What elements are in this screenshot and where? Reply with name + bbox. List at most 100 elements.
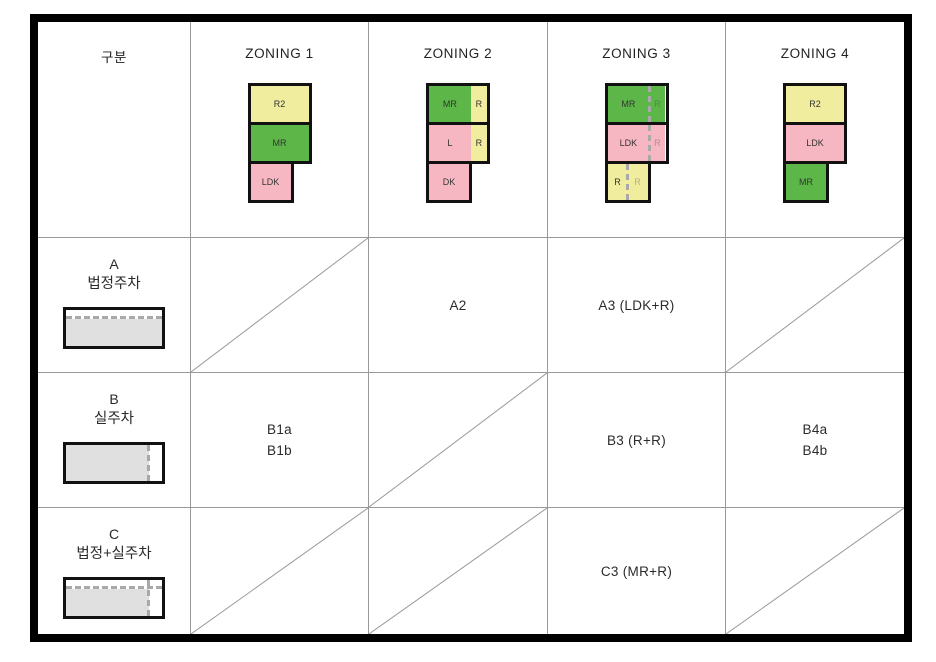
cell-text: B4a B4b [803, 419, 828, 461]
block-label: MR [442, 99, 457, 109]
cell-C-zoning1 [190, 507, 368, 634]
zoning2-diagram: MR R L R DK [426, 83, 490, 203]
dashed-line-horizontal [66, 316, 162, 319]
header-zoning2: ZONING 2 MR R L R DK [368, 22, 547, 237]
gray-fill [66, 319, 162, 346]
cell-line: B4b [802, 443, 828, 458]
cell-A-zoning3: A3 (LDK+R) [547, 237, 725, 372]
dashed-divider [648, 86, 652, 122]
zoning3-label: ZONING 3 [602, 46, 671, 61]
block-label: R2 [809, 99, 821, 109]
dashed-divider [625, 164, 629, 200]
zoning2-block-mr-r: MR R [426, 83, 490, 125]
header-zoning1: ZONING 1 R2 MR LDK [190, 22, 368, 237]
diagonal-line [369, 373, 547, 507]
zoning4-label: ZONING 4 [780, 46, 850, 61]
cell-text: B1a B1b [267, 419, 292, 461]
cell-line: B4a [802, 422, 828, 437]
zoning4-diagram: R2 LDK MR [783, 83, 847, 203]
category-label: 구분 [100, 50, 128, 65]
row-name: 법정+실주차 [76, 546, 152, 562]
zoning4-block-mr: MR [783, 161, 829, 203]
block-label: LDK [619, 138, 638, 148]
zoning1-diagram: R2 MR LDK [247, 83, 312, 203]
parking-diagram-B [63, 442, 165, 484]
block-part-r-ghost: R [649, 125, 666, 161]
block-label: R [475, 99, 483, 109]
zoning-table: 구분 ZONING 1 R2 MR LDK ZONING 2 MR R L R [30, 14, 912, 642]
zoning3-block-r-r: R R [604, 161, 651, 203]
block-part-r-ghost: R [627, 164, 648, 200]
zoning3-block-ldk: LDK R [604, 122, 669, 164]
block-label: R [634, 177, 641, 187]
cell-A-zoning1 [190, 237, 368, 372]
block-part-r: R [607, 164, 628, 200]
dashed-line-horizontal [66, 586, 162, 589]
header-zoning4: ZONING 4 R2 LDK MR [725, 22, 904, 237]
row-id: A [109, 256, 119, 272]
rowheader-A: A 법정주차 [38, 237, 190, 372]
block-part-ldk: LDK [607, 125, 650, 161]
dashed-divider [648, 125, 652, 161]
block-label: LDK [806, 138, 824, 148]
cell-C-zoning4 [725, 507, 904, 634]
row-id: B [109, 391, 119, 407]
zoning3-diagram: MR R LDK R R R [604, 83, 669, 203]
diagonal-line [726, 238, 904, 372]
block-part-l: L [429, 125, 471, 161]
cell-text: C3 (MR+R) [600, 563, 673, 579]
cell-C-zoning2 [368, 507, 547, 634]
block-label: R [614, 177, 621, 187]
zoning2-block-l-r: L R [426, 122, 490, 164]
zoning2-block-dk: DK [426, 161, 472, 203]
row-id: C [108, 526, 120, 542]
block-part-r: R [470, 86, 487, 122]
block-label: L [447, 138, 453, 148]
dashed-line-vertical [147, 445, 150, 481]
cell-text: A3 (LDK+R) [598, 297, 675, 313]
cell-A-zoning4 [725, 237, 904, 372]
rowheader-C: C 법정+실주차 [38, 507, 190, 634]
block-part-mr: MR [429, 86, 471, 122]
zoning1-block-r2: R2 [247, 83, 312, 125]
block-label: LDK [261, 177, 280, 187]
block-label: R [475, 138, 483, 148]
block-part-r: R [470, 125, 487, 161]
cell-B-zoning4: B4a B4b [725, 372, 904, 507]
block-label: DK [442, 177, 456, 187]
diagonal-line [191, 508, 368, 634]
cell-line: B1b [267, 443, 292, 458]
zoning1-block-ldk: LDK [247, 161, 294, 203]
zoning4-block-ldk: LDK [783, 122, 847, 164]
block-label: R [654, 138, 661, 148]
cell-text: A2 [449, 297, 467, 313]
row-name: 실주차 [93, 411, 135, 427]
parking-diagram-A [63, 307, 165, 349]
block-label: MR [621, 99, 636, 109]
cell-B-zoning3: B3 (R+R) [547, 372, 725, 507]
row-name: 법정주차 [87, 276, 141, 292]
block-label: R [654, 99, 661, 109]
zoning1-block-mr: MR [247, 122, 312, 164]
cell-line: B1a [267, 422, 292, 437]
cell-text: B3 (R+R) [606, 432, 667, 448]
diagonal-line [726, 508, 904, 634]
cell-B-zoning2 [368, 372, 547, 507]
dashed-line-vertical [147, 580, 150, 616]
diagonal-line [369, 508, 547, 634]
zoning3-block-mr: MR R [604, 83, 669, 125]
parking-diagram-C [63, 577, 165, 619]
diagonal-line [191, 238, 368, 372]
block-part-r-ghost: R [649, 86, 666, 122]
cell-C-zoning3: C3 (MR+R) [547, 507, 725, 634]
block-label: R2 [273, 99, 286, 109]
block-label: MR [799, 177, 813, 187]
header-zoning3: ZONING 3 MR R LDK R R R [547, 22, 725, 237]
cell-B-zoning1: B1a B1b [190, 372, 368, 507]
gray-fill [66, 589, 149, 616]
header-category: 구분 [38, 22, 190, 237]
block-part-mr: MR [607, 86, 650, 122]
block-label: MR [272, 138, 287, 148]
zoning4-block-r2: R2 [783, 83, 847, 125]
